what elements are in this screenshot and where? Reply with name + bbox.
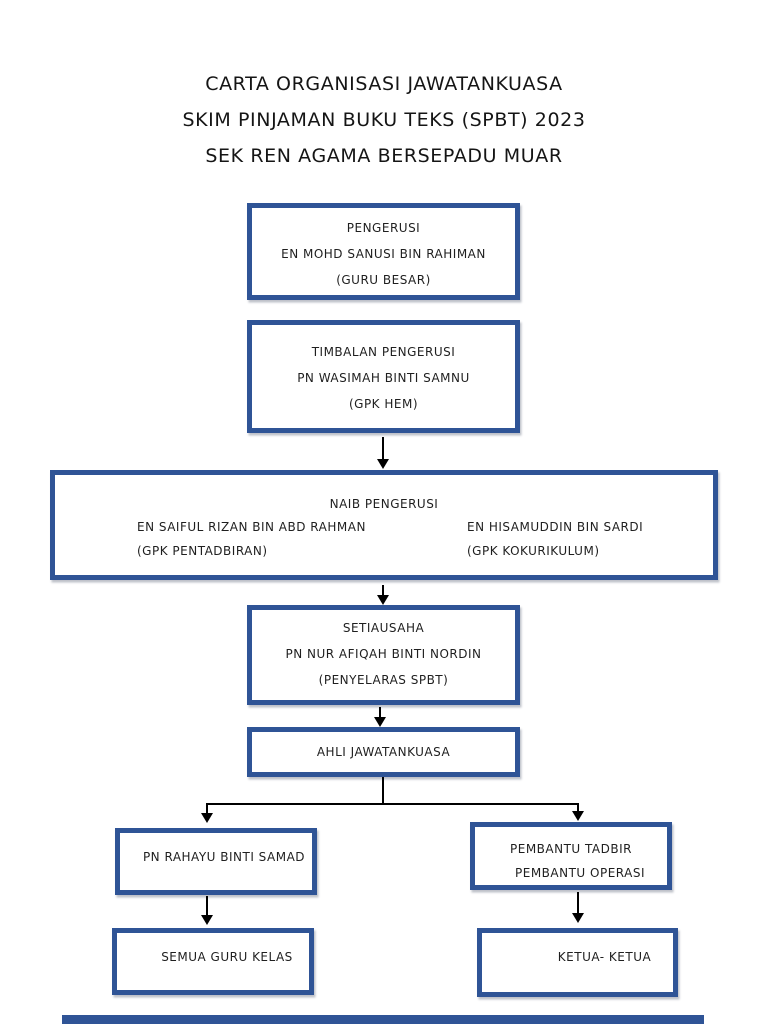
connector-line-setiausaha-ahli (379, 707, 381, 719)
semua-guru-label: SEMUA GURU KELAS (161, 950, 293, 964)
pengerusi-role: PENGERUSI (346, 221, 421, 235)
box-semua-guru-kelas: SEMUA GURU KELAS (112, 928, 314, 995)
arrowhead-timbalan-naib (377, 459, 389, 469)
pembantu-line-1: PEMBANTU TADBIR (510, 842, 632, 856)
chart-title-line-1: CARTA ORGANISASI JAWATANKUASA (205, 73, 563, 95)
naib-left-name: EN SAIFUL RIZAN BIN ABD RAHMAN (137, 520, 366, 534)
box-ahli-jawatankuasa: AHLI JAWATANKUASA (247, 727, 520, 777)
naib-right-column: EN HISAMUDDIN BIN SARDI (GPK KOKURIKULUM… (467, 515, 643, 563)
timbalan-role: TIMBALAN PENGERUSI (311, 345, 456, 359)
ketua-label: KETUA- KETUA (557, 950, 652, 964)
box-pengerusi: PENGERUSI EN MOHD SANUSI BIN RAHIMAN (GU… (247, 203, 520, 300)
connector-line-pembantu-ketua (577, 892, 579, 915)
naib-role: NAIB PENGERUSI (329, 497, 439, 511)
rahayu-label: PN RAHAYU BINTI SAMAD (142, 850, 306, 864)
arrowhead-pembantu-ketua (572, 913, 584, 923)
box-setiausaha: SETIAUSAHA PN NUR AFIQAH BINTI NORDIN (P… (247, 605, 520, 705)
box-naib-pengerusi: NAIB PENGERUSI EN SAIFUL RIZAN BIN ABD R… (50, 470, 718, 580)
connector-line-naib-setiausaha (382, 585, 384, 597)
box-pn-rahayu: PN RAHAYU BINTI SAMAD (115, 828, 317, 895)
connector-line-timbalan-naib (382, 437, 384, 460)
box-timbalan-pengerusi: TIMBALAN PENGERUSI PN WASIMAH BINTI SAMN… (247, 320, 520, 433)
pengerusi-position: (GURU BESAR) (336, 273, 431, 287)
arrowhead-naib-setiausaha (377, 595, 389, 605)
setiausaha-name: PN NUR AFIQAH BINTI NORDIN (285, 647, 482, 661)
branch-right-drop-line (577, 803, 579, 812)
ahli-label: AHLI JAWATANKUASA (316, 745, 451, 759)
cutoff-next-box-top-edge (62, 1015, 704, 1024)
naib-left-position: (GPK PENTADBIRAN) (137, 544, 268, 558)
pembantu-line-2: PEMBANTU OPERASI (515, 866, 645, 880)
branch-left-drop-line (206, 803, 208, 814)
connector-line-rahayu-semua (206, 896, 208, 917)
arrowhead-rahayu-semua (201, 915, 213, 925)
chart-title: CARTA ORGANISASI JAWATANKUASA SKIM PINJA… (0, 66, 768, 174)
setiausaha-role: SETIAUSAHA (342, 621, 425, 635)
naib-right-position: (GPK KOKURIKULUM) (467, 544, 600, 558)
pengerusi-name: EN MOHD SANUSI BIN RAHIMAN (281, 247, 486, 261)
timbalan-name: PN WASIMAH BINTI SAMNU (297, 371, 470, 385)
naib-left-column: EN SAIFUL RIZAN BIN ABD RAHMAN (GPK PENT… (137, 515, 366, 563)
timbalan-position: (GPK HEM) (348, 397, 419, 411)
box-ketua-ketua: KETUA- KETUA (477, 928, 678, 997)
branch-horizontal-line (206, 803, 578, 805)
setiausaha-position: (PENYELARAS SPBT) (318, 673, 449, 687)
branch-stem-line (382, 777, 384, 805)
chart-title-line-3: SEK REN AGAMA BERSEPADU MUAR (205, 145, 563, 167)
arrowhead-branch-right (572, 811, 584, 821)
chart-title-line-2: SKIM PINJAMAN BUKU TEKS (SPBT) 2023 (182, 109, 586, 131)
box-pembantu: PEMBANTU TADBIR PEMBANTU OPERASI (470, 822, 672, 890)
arrowhead-branch-left (201, 813, 213, 823)
naib-right-name: EN HISAMUDDIN BIN SARDI (467, 520, 644, 534)
arrowhead-setiausaha-ahli (374, 717, 386, 727)
